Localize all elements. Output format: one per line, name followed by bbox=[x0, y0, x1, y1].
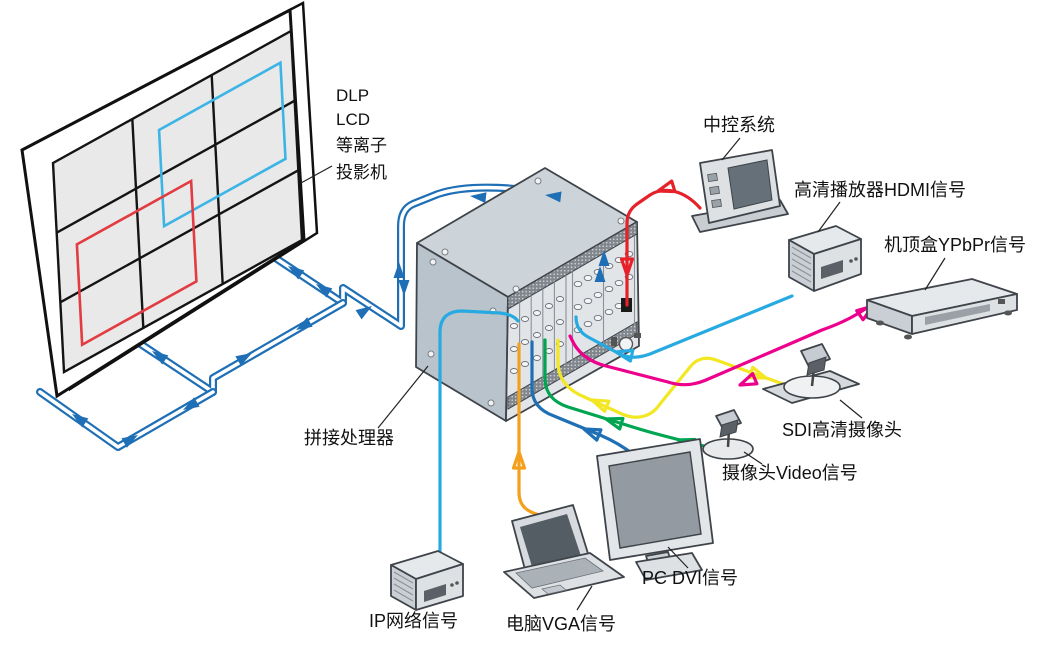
control-label: 中控系统 bbox=[703, 115, 775, 135]
pc-monitor-device bbox=[596, 438, 714, 581]
camera-lens bbox=[806, 356, 827, 376]
leader-lines bbox=[300, 137, 946, 611]
ip-network-device bbox=[390, 550, 464, 611]
video-signal-cable bbox=[543, 338, 710, 452]
video-label: 摄像头Video信号 bbox=[722, 463, 858, 483]
stb-label: 机顶盒YPbPr信号 bbox=[884, 235, 1026, 255]
wall-grid-lines bbox=[53, 31, 302, 372]
ip-label: IP网络信号 bbox=[369, 611, 458, 631]
wall-label-line1: DLP bbox=[336, 86, 369, 105]
wall-screen bbox=[53, 31, 302, 372]
hdmi-leader-line bbox=[817, 201, 841, 233]
laptop-label: 电脑VGA信号 bbox=[506, 614, 616, 634]
processor-leader-line bbox=[377, 365, 429, 429]
ip-device-display bbox=[424, 584, 446, 602]
control-leader-line bbox=[721, 137, 741, 161]
ypbpr-signal-cable bbox=[568, 299, 878, 392]
control-screen bbox=[727, 159, 773, 210]
laptop-device bbox=[503, 504, 625, 599]
wall-label-line4: 投影机 bbox=[336, 163, 387, 182]
pc-label: PC DVI信号 bbox=[642, 568, 738, 588]
video-wall bbox=[22, 3, 317, 396]
dvi-signal-cable bbox=[530, 340, 636, 457]
wall-leader-line bbox=[300, 165, 333, 184]
control-signal-cable bbox=[619, 179, 702, 307]
set-top-box-device bbox=[866, 278, 1018, 340]
chassis-top-vent-rail bbox=[507, 221, 638, 310]
laptop-touchpad bbox=[541, 584, 567, 595]
sdi-camera-device bbox=[762, 343, 860, 404]
monitor-screen bbox=[608, 451, 702, 549]
flow-arrow bbox=[736, 372, 759, 392]
wall-red-window bbox=[77, 181, 197, 345]
hdmi-label: 高清播放器HDMI信号 bbox=[794, 180, 966, 200]
stb-front-slot bbox=[925, 304, 990, 325]
camera-lens bbox=[719, 419, 739, 438]
laptop-leader-line bbox=[576, 585, 593, 611]
hdmi-signal-cable bbox=[574, 294, 794, 363]
hdmi-player-device bbox=[788, 225, 862, 292]
laptop-screen bbox=[520, 514, 581, 570]
wall-label-line2: LCD bbox=[336, 110, 370, 129]
wall-blue-window bbox=[159, 63, 285, 226]
flow-arrow bbox=[654, 179, 677, 198]
video-leader-line bbox=[743, 451, 763, 465]
sdi-signal-cable bbox=[556, 338, 788, 419]
pc-leader-line bbox=[667, 546, 689, 569]
laptop-keyboard bbox=[515, 557, 604, 589]
sdi-leader-line bbox=[839, 399, 863, 419]
central-control-device bbox=[691, 149, 789, 233]
processor-chassis bbox=[415, 167, 641, 422]
processor-label: 拼接处理器 bbox=[304, 428, 394, 448]
wall-label-line3: 等离子 bbox=[336, 136, 387, 155]
chassis-screws bbox=[427, 177, 625, 407]
ip-signal-cable bbox=[438, 309, 520, 572]
player-display bbox=[821, 260, 843, 279]
stb-leader-line bbox=[924, 257, 946, 291]
video-camera-device bbox=[702, 409, 754, 460]
sdi-label: SDI高清摄像头 bbox=[782, 420, 902, 440]
